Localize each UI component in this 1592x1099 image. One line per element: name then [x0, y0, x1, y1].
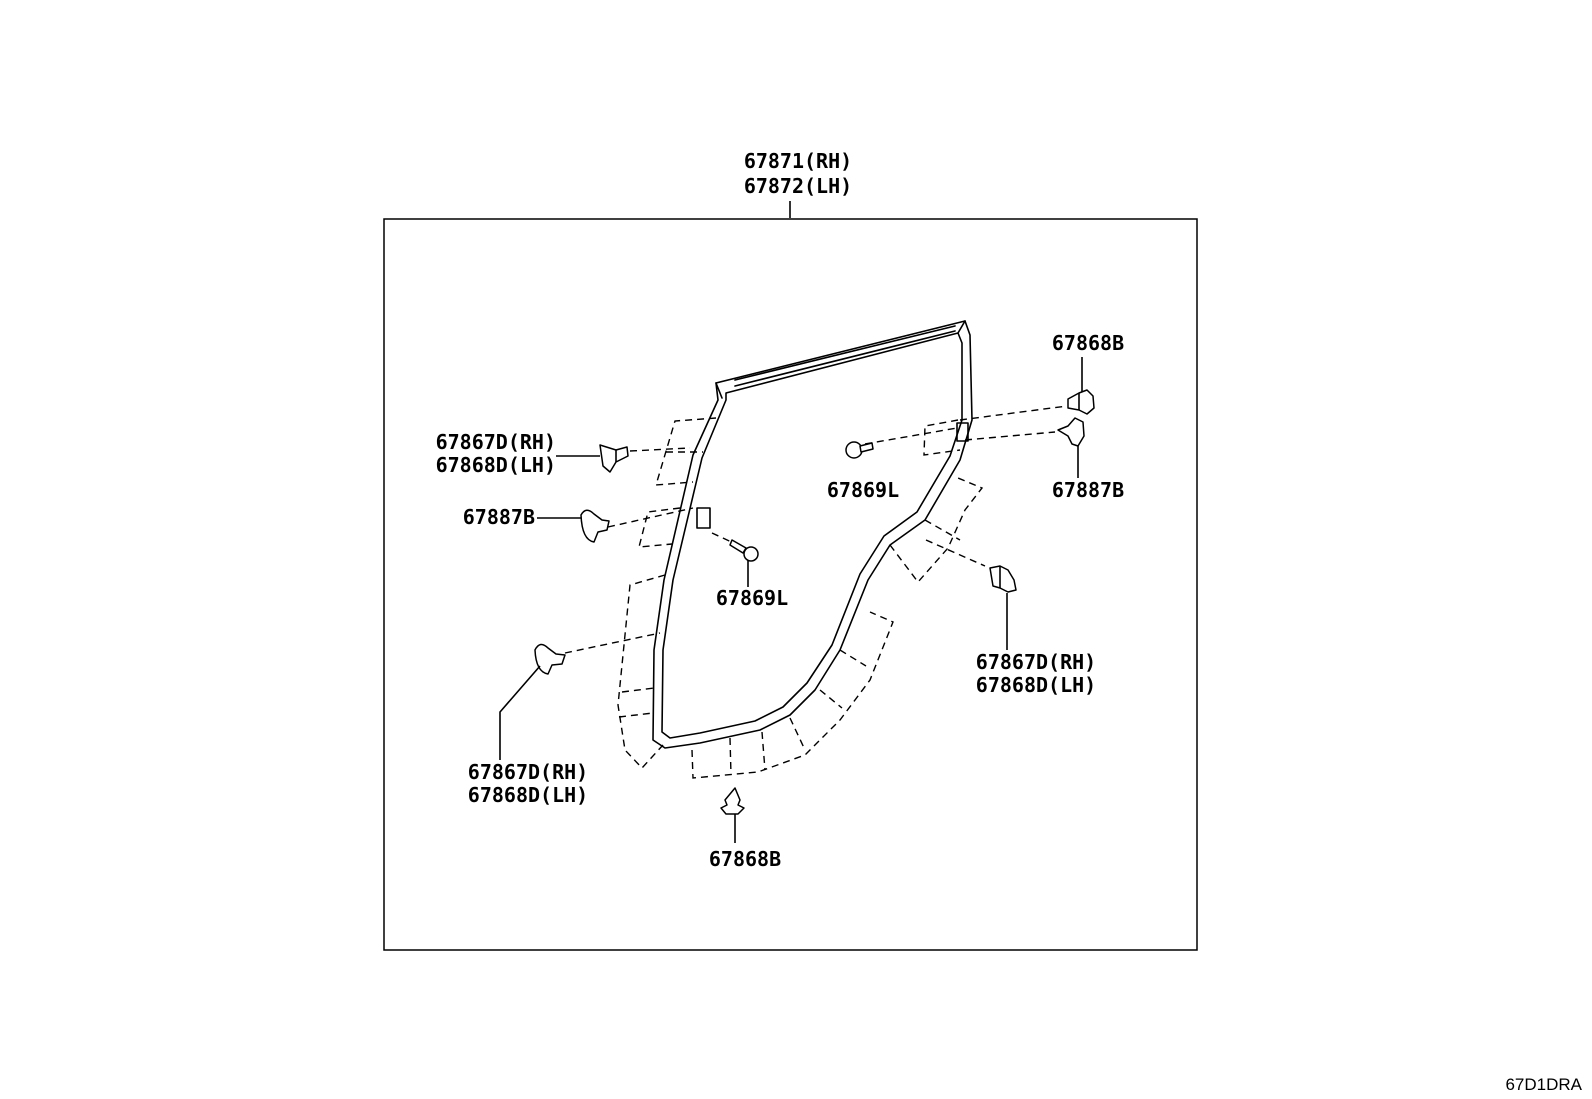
- main-part-label-rh: 67871(RH): [744, 149, 852, 173]
- drawing-code: 67D1DRA: [1505, 1075, 1582, 1094]
- bottom-clip-label: 67868B: [709, 847, 781, 871]
- left-lower-clip-label-rh: 67867D(RH): [468, 760, 588, 784]
- left-upper-clip-label-lh: 67868D(LH): [436, 453, 556, 477]
- center-left-screw-label: 67869L: [716, 586, 788, 610]
- center-left-screw-callout[interactable]: 67869L: [716, 539, 788, 610]
- clip-icon: [1067, 389, 1095, 415]
- center-right-screw-label: 67869L: [827, 478, 899, 502]
- left-lower-clip-callout[interactable]: 67867D(RH) 67868D(LH): [468, 643, 588, 807]
- part-frame: [383, 218, 1198, 951]
- right-lower-clip-label-rh: 67867D(RH): [976, 650, 1096, 674]
- main-part-callout[interactable]: 67871(RH) 67872(LH): [744, 149, 852, 218]
- left-upper-clip-callout[interactable]: 67867D(RH) 67868D(LH): [436, 430, 629, 477]
- left-lower-clip-leader: [499, 665, 541, 760]
- retainer-bracket-left: [696, 507, 711, 529]
- main-part-label-lh: 67872(LH): [744, 174, 852, 198]
- left-lower-clip-label-lh: 67868D(LH): [468, 783, 588, 807]
- screw-icon: [729, 539, 759, 562]
- left-mid-clip-label: 67887B: [463, 505, 535, 529]
- clip-icon: [989, 565, 1017, 593]
- bottom-clip-callout[interactable]: 67868B: [709, 787, 781, 871]
- right-lower-clip-callout[interactable]: 67867D(RH) 67868D(LH): [976, 565, 1096, 697]
- mounting-zone-outlines: [564, 405, 1068, 779]
- left-mid-clip-callout[interactable]: 67887B: [463, 505, 610, 543]
- right-clip-2-callout[interactable]: 67887B: [1052, 417, 1124, 502]
- center-right-screw-callout[interactable]: 67869L: [827, 441, 899, 502]
- clip-icon: [599, 444, 629, 473]
- left-upper-clip-label-rh: 67867D(RH): [436, 430, 556, 454]
- screw-icon: [845, 441, 874, 459]
- right-top-clip-callout[interactable]: 67868B: [1052, 331, 1124, 415]
- clip-icon: [1057, 417, 1085, 447]
- right-top-clip-label: 67868B: [1052, 331, 1124, 355]
- clip-icon: [720, 787, 745, 815]
- clip-icon: [580, 509, 610, 543]
- right-lower-clip-label-lh: 67868D(LH): [976, 673, 1096, 697]
- right-clip-2-label: 67887B: [1052, 478, 1124, 502]
- retainer-bracket-right: [956, 422, 969, 442]
- door-weatherstrip: [652, 320, 973, 749]
- clip-icon: [534, 643, 566, 675]
